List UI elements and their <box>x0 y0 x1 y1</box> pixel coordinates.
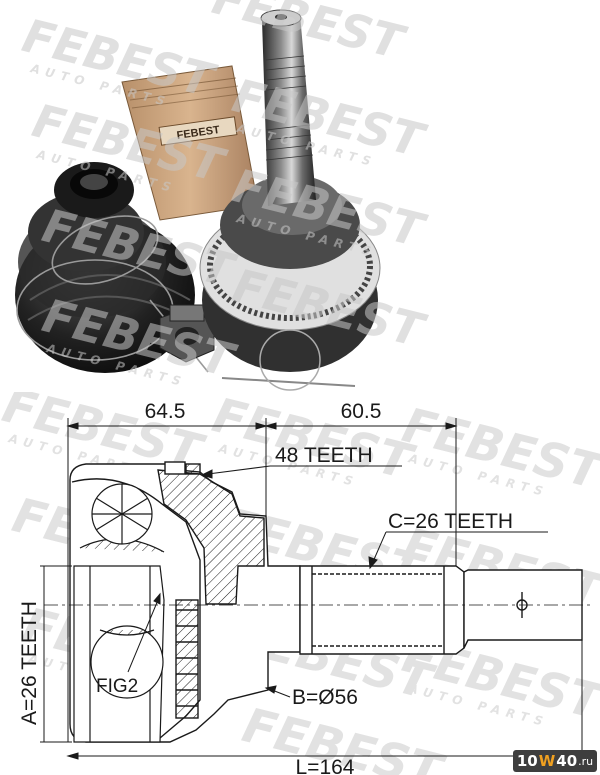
diameter-b-label: B=Ø56 <box>292 686 358 709</box>
spline-a-label: A=26 TEETH <box>18 601 41 725</box>
cotter-pin <box>221 377 356 387</box>
dimension-length-b: 60.5 <box>341 400 382 423</box>
figure-ref-label: FIG2 <box>96 676 138 697</box>
technical-drawing: FEBEST AUTO PARTS FEBEST AUTO PARTS FEBE… <box>0 392 600 775</box>
watermark-brand: FEBEST <box>207 0 412 70</box>
site-badge-number: 40 <box>556 752 578 770</box>
castle-nut <box>159 304 215 363</box>
site-badge[interactable]: 10 W 40 .ru <box>513 750 597 772</box>
abs-teeth-label: 48 TEETH <box>275 444 373 467</box>
extension-lines <box>67 418 583 760</box>
leader-lines <box>127 465 548 698</box>
site-badge-highlight: W <box>538 752 556 770</box>
site-badge-suffix: .ru <box>578 754 594 768</box>
drawing-shaft <box>299 565 583 655</box>
left-dimension <box>40 565 72 743</box>
cv-joint <box>199 175 381 391</box>
product-photo: FEBEST <box>15 0 432 391</box>
site-badge-prefix: 10 <box>516 752 538 770</box>
total-length-label: L=164 <box>296 756 355 775</box>
inner-race <box>73 483 165 743</box>
grease-tube: FEBEST <box>121 65 259 221</box>
top-dimension <box>66 422 458 430</box>
cv-boot <box>15 162 196 373</box>
spline-shaft <box>260 9 316 206</box>
dimension-length-a: 64.5 <box>145 400 186 423</box>
spline-c-label: C=26 TEETH <box>388 510 513 533</box>
